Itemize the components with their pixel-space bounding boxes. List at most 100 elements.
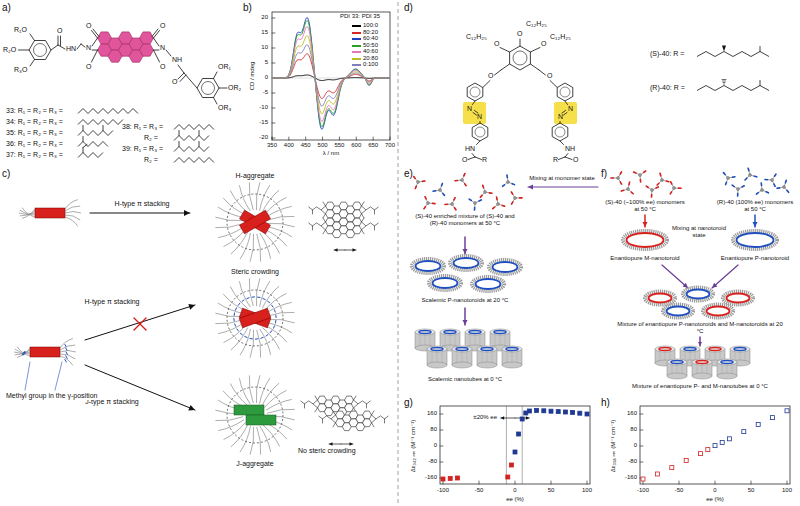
data-point	[742, 430, 746, 434]
bond-line	[30, 34, 35, 41]
data-point	[520, 417, 524, 421]
compound-label: 33: R₁ = R₂ = R₃ =	[6, 107, 63, 115]
methyl-branch	[199, 131, 200, 136]
atom-label: O	[462, 156, 467, 164]
carbonyl-bond	[333, 411, 336, 415]
nanotube-base	[427, 362, 447, 368]
tick-mark	[479, 481, 480, 484]
nanotube-top	[717, 359, 737, 365]
nanotube-core	[431, 348, 443, 351]
monomer-core	[749, 174, 752, 177]
nanotube-base	[477, 362, 497, 368]
alkyl-tail	[257, 427, 261, 455]
atom-label: OR₃	[218, 104, 231, 112]
tick-label: -50	[675, 487, 684, 494]
panel-letter: e)	[404, 168, 413, 179]
arrow-head	[526, 416, 530, 420]
alkyl-tail	[215, 217, 243, 221]
arrow-head	[188, 304, 195, 310]
panel-letter: g)	[404, 397, 413, 408]
panel-divider	[398, 2, 399, 504]
data-point	[706, 448, 710, 452]
tick-mark	[440, 446, 443, 447]
nanotube-core	[481, 348, 493, 351]
compound-label: 36: R₁ = R₂ = R₃ =	[6, 140, 63, 148]
tick-label: -160	[425, 474, 437, 481]
methyl-mark	[275, 321, 276, 323]
circle	[202, 82, 215, 95]
monomer-tip	[621, 190, 623, 192]
tick-mark	[339, 137, 340, 140]
imide-bond	[362, 222, 367, 230]
legend-swatch	[352, 58, 361, 60]
circle	[470, 87, 480, 97]
tick-mark	[440, 414, 443, 415]
methyl-mark	[266, 335, 268, 337]
tick-label: 700	[385, 142, 395, 149]
alkyl-tail	[249, 278, 253, 306]
alkyl-tail	[250, 234, 254, 262]
tick-label: 0	[634, 442, 637, 449]
arrow-head	[329, 442, 333, 446]
tick-label: 100	[782, 487, 792, 494]
methyl-mark	[252, 296, 254, 297]
monomer-tip	[433, 190, 435, 192]
monomer-tip	[422, 180, 424, 182]
alkyl-chain	[697, 86, 769, 91]
tick-mark	[643, 481, 644, 484]
imide-bond	[313, 400, 318, 408]
leader-line	[25, 362, 30, 390]
nanotoroid-core	[727, 294, 750, 303]
arrow-head	[683, 283, 688, 288]
bond-line	[565, 154, 568, 158]
methyl-mark	[238, 303, 240, 305]
monomer-core	[461, 179, 464, 182]
monomer-tip	[464, 174, 465, 176]
arrow-shaft	[85, 305, 195, 340]
tick-label: -100	[437, 487, 449, 494]
carbonyl-bond	[362, 218, 365, 222]
carbonyl-bond	[384, 419, 385, 423]
stage-label: Scalemic nanotubes at 0 °C	[409, 376, 521, 383]
atom-label: C₁₂H₂₅	[526, 20, 547, 28]
atom-label: N	[568, 105, 573, 113]
nanotube-core	[456, 348, 468, 351]
tick-mark	[390, 137, 391, 140]
methyl-mark	[275, 315, 276, 317]
aggregate-label: Steric crowding	[231, 268, 279, 276]
atom-label: N	[467, 105, 472, 113]
atom-label: N	[477, 113, 482, 121]
alkyl-tail	[267, 409, 295, 413]
alkyl-chain	[174, 125, 214, 130]
bond-line	[472, 154, 475, 158]
monomer-tip	[678, 187, 680, 189]
tick-label: -80	[628, 458, 637, 465]
benzene-ring	[467, 83, 483, 101]
stereo-hash	[724, 84, 725, 85]
tick-mark	[443, 481, 444, 484]
legend-swatch	[352, 45, 361, 47]
alkyl-tail	[65, 206, 80, 211]
nanotoroid-core	[476, 279, 501, 289]
nanotube-top	[730, 346, 750, 352]
alkyl-chain	[78, 131, 113, 136]
methyl-branch	[83, 148, 84, 153]
pdi-ring	[363, 411, 372, 419]
tick-label: 0	[713, 487, 716, 494]
data-point	[509, 463, 513, 467]
monomer-tip	[506, 175, 508, 177]
tick-mark	[322, 137, 323, 140]
tick-label: 80	[430, 426, 437, 433]
nanotube-core	[709, 348, 721, 351]
monomer-tip	[620, 172, 621, 174]
nanotoroid-core	[737, 233, 774, 247]
alkyl-tail	[20, 210, 35, 215]
nanotoroid-core	[416, 261, 441, 271]
arrow-head	[463, 249, 468, 254]
nanotoroid	[733, 231, 777, 249]
tick-label: -10	[259, 104, 268, 111]
alkyl-tail	[60, 345, 75, 350]
arrow-head	[353, 248, 357, 252]
imide-bond	[331, 415, 336, 423]
